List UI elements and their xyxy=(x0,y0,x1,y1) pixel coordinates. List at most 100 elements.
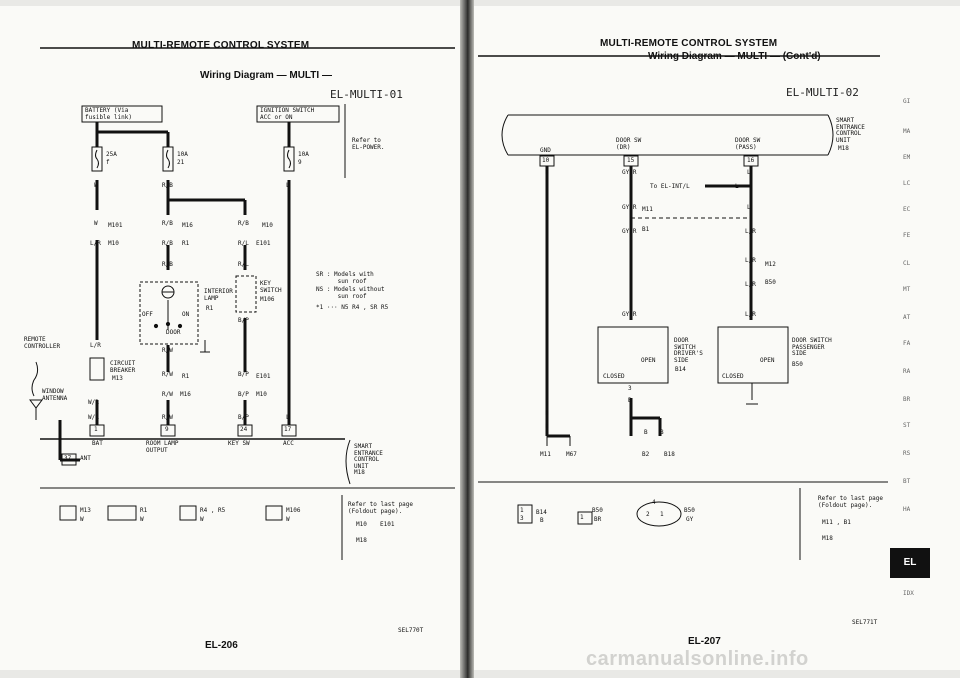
ground-m11: M11 xyxy=(540,451,551,458)
tab-mt[interactable]: MT xyxy=(903,286,911,293)
key-switch-label: KEY SWITCH xyxy=(260,280,282,294)
note-sunroof: SR : Models with sun roof xyxy=(316,271,374,285)
wire-l-2: L xyxy=(286,414,290,421)
bottom-conn-b50-b-color: GY xyxy=(686,516,694,523)
driver-closed: CLOSED xyxy=(603,373,625,380)
bottom-conn-r4r5: R4 , R5 xyxy=(200,507,226,514)
fuse-25a-amp: 25A xyxy=(106,151,117,158)
tab-bt[interactable]: BT xyxy=(903,478,911,485)
wire-gyr-3: GY/R xyxy=(622,228,637,235)
conn-r1-b: R1 xyxy=(182,373,190,380)
ignition-source: IGNITION SWITCH ACC or ON xyxy=(260,107,315,121)
left-foldout-conn-2: E101 xyxy=(380,521,395,528)
driver-open: OPEN xyxy=(641,357,656,364)
door-sw-dr-term: 15 xyxy=(627,157,635,164)
watermark: carmanualsonline.info xyxy=(586,648,809,670)
tab-cl[interactable]: CL xyxy=(903,260,911,267)
right-diagram-code: EL-MULTI-02 xyxy=(786,86,859,99)
tab-lc[interactable]: LC xyxy=(903,180,911,187)
tab-idx[interactable]: IDX xyxy=(903,590,914,597)
wire-rb-3: R/B xyxy=(162,240,173,247)
smart-unit-right-conn: M18 xyxy=(838,145,849,152)
tab-at[interactable]: AT xyxy=(903,314,911,321)
bottom-conn-b50: B50 xyxy=(592,507,603,514)
fuse-10a-b-amp: 10A xyxy=(298,151,309,158)
fuse-10a-id: 21 xyxy=(177,159,185,166)
tab-fe[interactable]: FE xyxy=(903,232,911,239)
tab-ec[interactable]: EC xyxy=(903,206,911,213)
left-page-number: EL-206 xyxy=(205,640,238,651)
wire-rw-1: R/W xyxy=(162,347,173,354)
door-sw-pass-label: DOOR SW (PASS) xyxy=(735,137,761,151)
wire-b-r3: B xyxy=(545,423,549,430)
wire-rb-4: R/B xyxy=(238,220,249,227)
bottom-conn-r1: R1 xyxy=(140,507,148,514)
conn-m11-r: M11 xyxy=(642,206,653,213)
door-switch-pass-conn: B50 xyxy=(792,361,803,368)
tab-ra[interactable]: RA xyxy=(903,368,911,375)
right-foldout-conn-2: M18 xyxy=(822,535,833,542)
conn-m10: M10 xyxy=(108,240,119,247)
pass-open: OPEN xyxy=(760,357,775,364)
tab-st[interactable]: ST xyxy=(903,422,911,429)
conn-m16-b: M16 xyxy=(180,391,191,398)
tab-el-active[interactable]: EL xyxy=(890,548,930,578)
wire-wr-2: W/R xyxy=(88,414,99,421)
wire-l-r1: L xyxy=(747,169,751,176)
wire-rw-2: R/W xyxy=(162,371,173,378)
right-term-3: 3 xyxy=(628,385,632,392)
wire-rl-1: R/L xyxy=(238,240,249,247)
wire-bp-1: B/P xyxy=(238,317,249,324)
ground-m67: M67 xyxy=(566,451,577,458)
door-switch-driver: DOOR SWITCH DRIVER'S SIDE xyxy=(674,337,703,364)
conn-m12-r: M12 xyxy=(765,261,776,268)
bottom-conn-b14-color: B xyxy=(540,517,544,524)
right-page-title: MULTI-REMOTE CONTROL SYSTEM xyxy=(600,38,778,49)
tab-ha[interactable]: HA xyxy=(903,506,911,513)
conn-b1-r: B1 xyxy=(642,226,650,233)
note-no-sunroof: NS : Models without sun roof xyxy=(316,286,385,300)
bottom-conn-m106: M106 xyxy=(286,507,301,514)
tab-em[interactable]: EM xyxy=(903,154,911,161)
wire-w-2: W xyxy=(94,220,98,227)
wire-rl-2: R/L xyxy=(238,261,249,268)
wire-gyr-2: GY/R xyxy=(622,204,637,211)
right-bottom-term-1b: 1 xyxy=(580,514,584,521)
right-bottom-term-2: 2 xyxy=(646,511,650,518)
right-bottom-term-4: 4 xyxy=(652,499,656,506)
right-foldout-note: Refer to last page (Foldout page). xyxy=(818,495,884,509)
wire-lr-r1: L/R xyxy=(745,228,756,235)
lamp-door: DOOR xyxy=(166,329,181,336)
tab-ma[interactable]: MA xyxy=(903,128,911,135)
wire-rb-5: R/B xyxy=(162,261,173,268)
left-page-title: MULTI-REMOTE CONTROL SYSTEM xyxy=(132,40,310,51)
fuse-10a-amp: 10A xyxy=(177,151,188,158)
wire-lr-r2: L/R xyxy=(745,257,756,264)
tab-gi[interactable]: GI xyxy=(903,98,911,105)
interior-lamp-conn: R1 xyxy=(206,305,214,312)
conn-e101: E101 xyxy=(256,240,271,247)
tab-fa[interactable]: FA xyxy=(903,340,911,347)
wire-lr-r4: L/R xyxy=(745,311,756,318)
refer-power: Refer to EL-POWER. xyxy=(352,137,385,151)
window-antenna-label: WINDOW ANTENNA xyxy=(42,388,68,402)
right-bottom-term-3: 3 xyxy=(520,515,524,522)
left-foldout-conn-3: M18 xyxy=(356,537,367,544)
tab-rs[interactable]: RS xyxy=(903,450,911,457)
left-diagram-code: EL-MULTI-01 xyxy=(330,88,403,101)
note-star1: *1 ··· N5 R4 , SR R5 xyxy=(316,304,389,311)
ground-b2: B2 xyxy=(642,451,650,458)
left-foldout-conn-1: M10 xyxy=(356,521,367,528)
wire-bp-2: B/P xyxy=(238,371,249,378)
tab-br[interactable]: BR xyxy=(903,396,911,403)
left-page xyxy=(0,6,463,670)
smart-unit-left-conn: M18 xyxy=(354,469,365,476)
wire-lr-2: L/R xyxy=(90,342,101,349)
term-acc: ACC xyxy=(283,440,294,447)
wire-b-r2: B xyxy=(545,410,549,417)
bottom-conn-m106-color: W xyxy=(286,516,290,523)
term-17: 17 xyxy=(284,426,292,433)
term-24: 24 xyxy=(240,426,248,433)
right-figure-code: SEL771T xyxy=(852,619,878,626)
